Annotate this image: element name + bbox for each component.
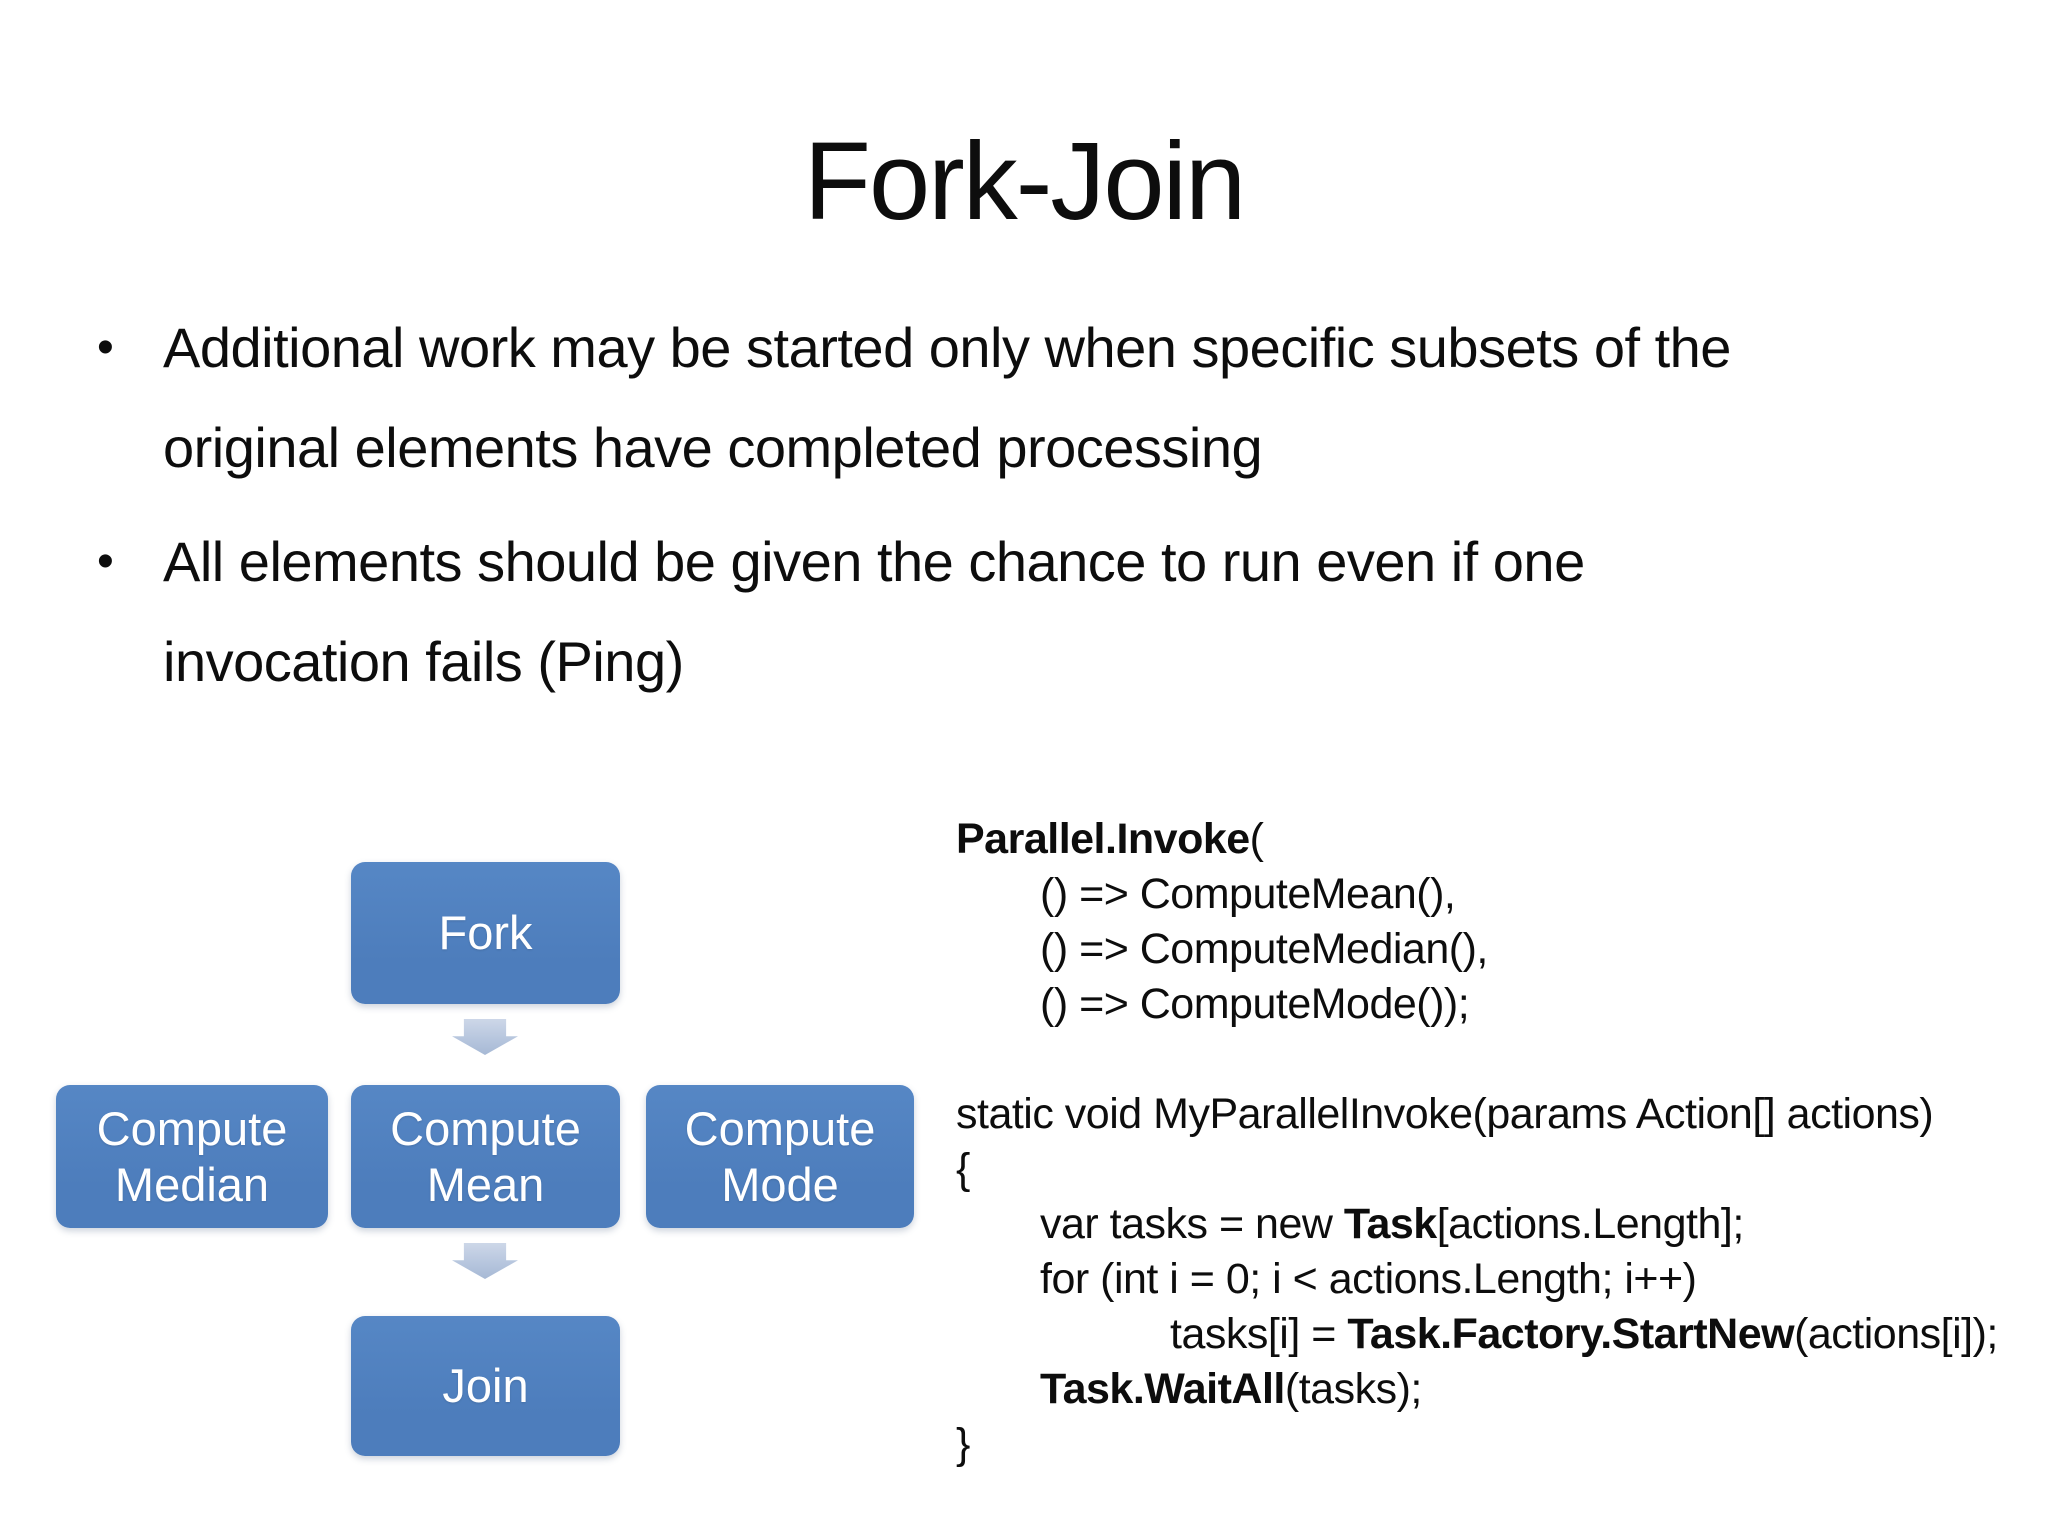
code-text: () => ComputeMedian(), [1040,925,1488,973]
code-line: () => ComputeMean(), [956,867,2036,922]
code-text: var tasks = new [1040,1200,1344,1248]
code-line: { [956,1142,2036,1197]
code-line: () => ComputeMode()); [956,977,2036,1032]
code-line: Parallel.Invoke( [956,812,2036,867]
compute-median-box: Compute Median [56,1085,328,1228]
page-title: Fork-Join [803,120,1246,243]
code-text: [actions.Length]; [1436,1200,1745,1248]
code-text: () => ComputeMode()); [1040,980,1470,1028]
code-text: (actions[i]); [1794,1310,1998,1358]
bullet-item: All elements should be given the chance … [95,512,1825,712]
code-keyword: Task.WaitAll [1040,1365,1285,1413]
compute-mean-box: Compute Mean [351,1085,620,1228]
code-text: } [956,1420,970,1468]
code-text: { [956,1145,970,1193]
code-text: tasks[i] = [1170,1310,1348,1358]
code-line: for (int i = 0; i < actions.Length; i++) [956,1252,2036,1307]
code-line: static void MyParallelInvoke(params Acti… [956,1087,2036,1142]
code-line: tasks[i] = Task.Factory.StartNew(actions… [956,1307,2036,1362]
compute-mode-box: Compute Mode [646,1085,914,1228]
code-line: } [956,1417,2036,1472]
code-keyword: Parallel.Invoke [956,815,1250,863]
code-block: Parallel.Invoke(() => ComputeMean(),() =… [956,812,2036,1472]
down-arrow-icon [452,1243,518,1279]
bullet-list: Additional work may be started only when… [95,298,1825,712]
code-text: () => ComputeMean(), [1040,870,1456,918]
code-keyword: Task.Factory.StartNew [1347,1310,1795,1358]
code-text: ( [1249,815,1264,863]
bullet-item: Additional work may be started only when… [95,298,1825,498]
join-box: Join [351,1316,620,1456]
code-line: Task.WaitAll(tasks); [956,1362,2036,1417]
down-arrow-icon [452,1019,518,1055]
code-text: (tasks); [1284,1365,1422,1413]
code-line: var tasks = new Task[actions.Length]; [956,1197,2036,1252]
code-keyword: Task [1343,1200,1437,1248]
code-text: for (int i = 0; i < actions.Length; i++) [1040,1255,1697,1303]
code-line: () => ComputeMedian(), [956,922,2036,977]
code-line [956,1032,2036,1087]
code-text: static void MyParallelInvoke(params Acti… [956,1090,1934,1138]
fork-box: Fork [351,862,620,1004]
